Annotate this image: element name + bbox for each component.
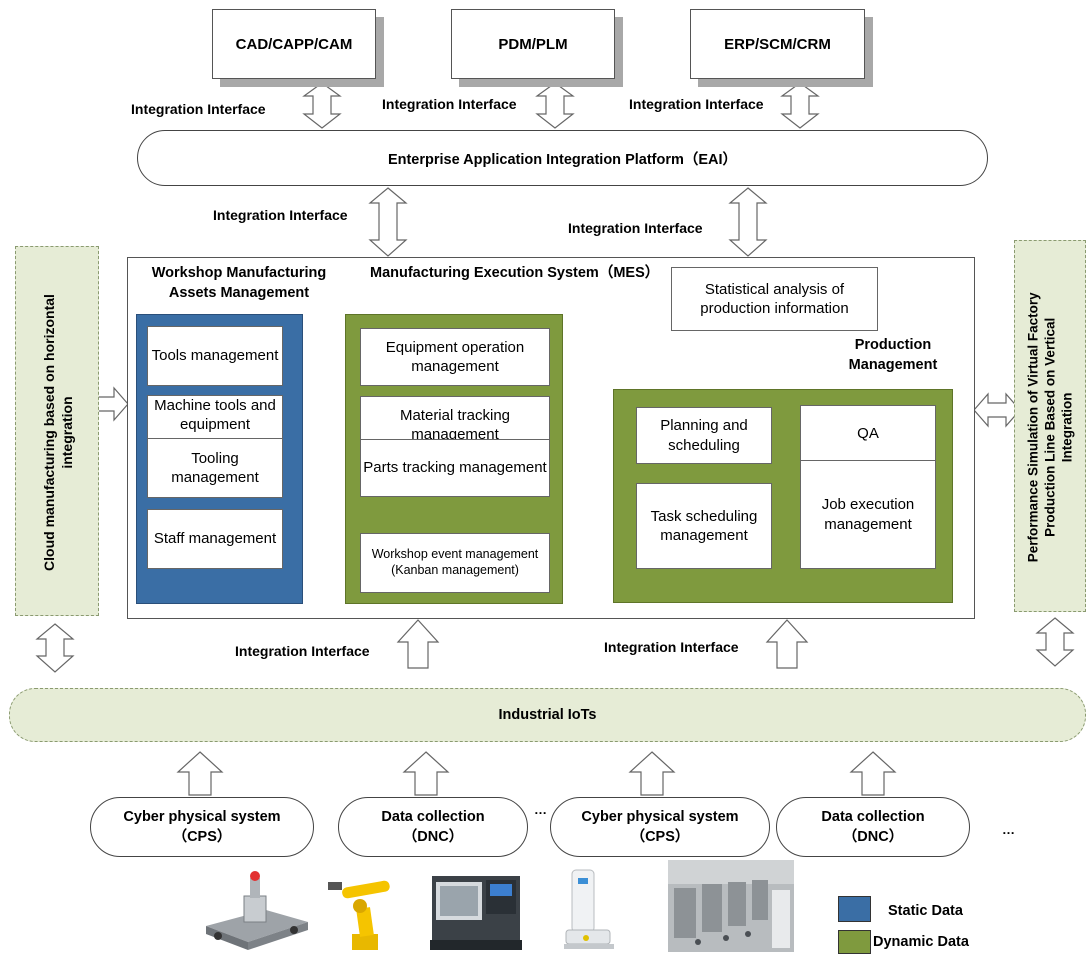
task-scheduling-label: Task scheduling management [650,507,758,545]
virtual-factory-line3: Integration [1059,392,1075,462]
legend-static-swatch [838,896,871,922]
forklift-robot-image [564,869,614,949]
cps-node-1: Cyber physical system （CPS） [90,797,314,857]
staff-management-label: Staff management [153,530,277,548]
kanban-label-line1: Workshop event management [371,547,539,562]
qa-box: QA [800,405,936,462]
legend-static-label: Static Data [888,903,963,919]
statistical-analysis-box: Statistical analysis of production infor… [671,267,878,331]
statistical-analysis-label: Statistical analysis of production infor… [700,280,849,318]
legend-dynamic-swatch [838,930,871,954]
assets-title-line1: Workshop Manufacturing [151,265,327,281]
kanban-box: Workshop event management (Kanban manage… [360,533,550,593]
up-arrow-node-1 [176,751,224,796]
double-arrow-pdm [535,82,575,129]
cad-label: CAD/CAPP/CAM [235,35,353,53]
virtual-factory-line1: Performance Simulation of Virtual Factor… [1025,292,1041,562]
parts-tracking-label: Parts tracking management [363,459,547,477]
integration-label-3: Integration Interface [629,96,764,112]
robot-arm-image [328,880,390,950]
integration-label-6: Integration Interface [235,643,370,659]
double-arrow-erp [780,82,820,129]
up-arrow-node-3 [628,751,676,796]
double-arrow-eai-right [728,187,768,257]
dnc-node-2: Data collection （DNC） [776,797,970,857]
virtual-factory-line2: Production Line Based on Vertical [1042,317,1058,537]
tools-management-label: Tools management [151,347,279,365]
assets-title: Workshop Manufacturing Assets Management [134,264,344,303]
production-title-line2: Management [848,356,938,373]
dnc-node-2-line2: （DNC） [842,828,904,845]
task-scheduling-box: Task scheduling management [636,483,772,569]
mes-title: Manufacturing Execution System（MES） [370,265,660,281]
up-arrow-node-2 [402,751,450,796]
vertical-arrow-left-col [35,623,75,673]
equipment-operation-label: Equipment operation management [385,338,525,376]
industrial-iot-label: Industrial IoTs [498,707,597,723]
dnc-node-2-line1: Data collection [821,808,925,825]
vertical-arrow-right-col [1035,617,1075,667]
virtual-factory-column: Performance Simulation of Virtual Factor… [1014,240,1086,612]
factory-floor-image [668,860,794,952]
double-arrow-eai-left [368,187,408,257]
integration-label-7: Integration Interface [604,639,739,655]
cloud-manufacturing-line1: Cloud manufacturing based on horizontal [40,293,57,571]
planning-box: Planning and scheduling [636,407,772,464]
up-arrow-node-4 [849,751,897,796]
eai-label: Enterprise Application Integration Platf… [387,151,738,168]
ellipsis-1: … [534,802,547,817]
integration-label-1: Integration Interface [131,101,266,117]
industrial-iot-bar: Industrial IoTs [9,688,1086,742]
integration-label-4: Integration Interface [213,207,348,223]
kanban-label-line2: (Kanban management) [391,563,519,577]
ellipsis-2: … [1002,822,1015,837]
eai-platform: Enterprise Application Integration Platf… [137,130,988,186]
assets-title-line2: Assets Management [168,284,310,301]
cloud-manufacturing-line2: integration [57,395,74,469]
dnc-node-1-line1: Data collection [381,808,485,825]
tools-management-box: Tools management [147,326,283,386]
up-arrow-mes-left [396,619,440,669]
cps-node-2-line2: （CPS） [630,828,690,845]
integration-label-5: Integration Interface [568,220,703,236]
production-title: Production Management [830,336,956,375]
pdm-box: PDM/PLM [451,9,615,79]
cad-box: CAD/CAPP/CAM [212,9,376,79]
material-tracking-label: Material tracking management [399,406,511,444]
planning-label: Planning and scheduling [660,417,748,454]
tooling-management-box: Tooling management [147,438,283,498]
tooling-management-label: Tooling management [171,449,259,487]
up-arrow-mes-right [765,619,809,669]
cps-node-1-line1: Cyber physical system [123,808,281,825]
production-title-line1: Production [854,337,932,353]
erp-label: ERP/SCM/CRM [724,35,831,53]
job-execution-label: Job execution management [821,496,915,533]
dnc-node-1: Data collection （DNC） [338,797,528,857]
agv-robot-image [206,871,308,950]
double-arrow-cad [302,82,342,129]
qa-label: QA [857,424,879,442]
cps-node-1-line2: （CPS） [172,828,232,845]
cps-node-2-line1: Cyber physical system [581,808,739,825]
dnc-node-1-line2: （DNC） [402,828,464,845]
job-execution-box: Job execution management [800,460,936,569]
erp-box: ERP/SCM/CRM [690,9,865,79]
integration-label-2: Integration Interface [382,96,517,112]
legend-dynamic-label: Dynamic Data [873,934,969,950]
cloud-manufacturing-column: Cloud manufacturing based on horizontal … [15,246,99,616]
cnc-lathe-image [430,876,522,950]
equipment-operation-box: Equipment operation management [360,328,550,386]
staff-management-box: Staff management [147,509,283,569]
pdm-label: PDM/PLM [498,35,568,53]
cps-node-2: Cyber physical system （CPS） [550,797,770,857]
parts-tracking-box: Parts tracking management [360,439,550,497]
